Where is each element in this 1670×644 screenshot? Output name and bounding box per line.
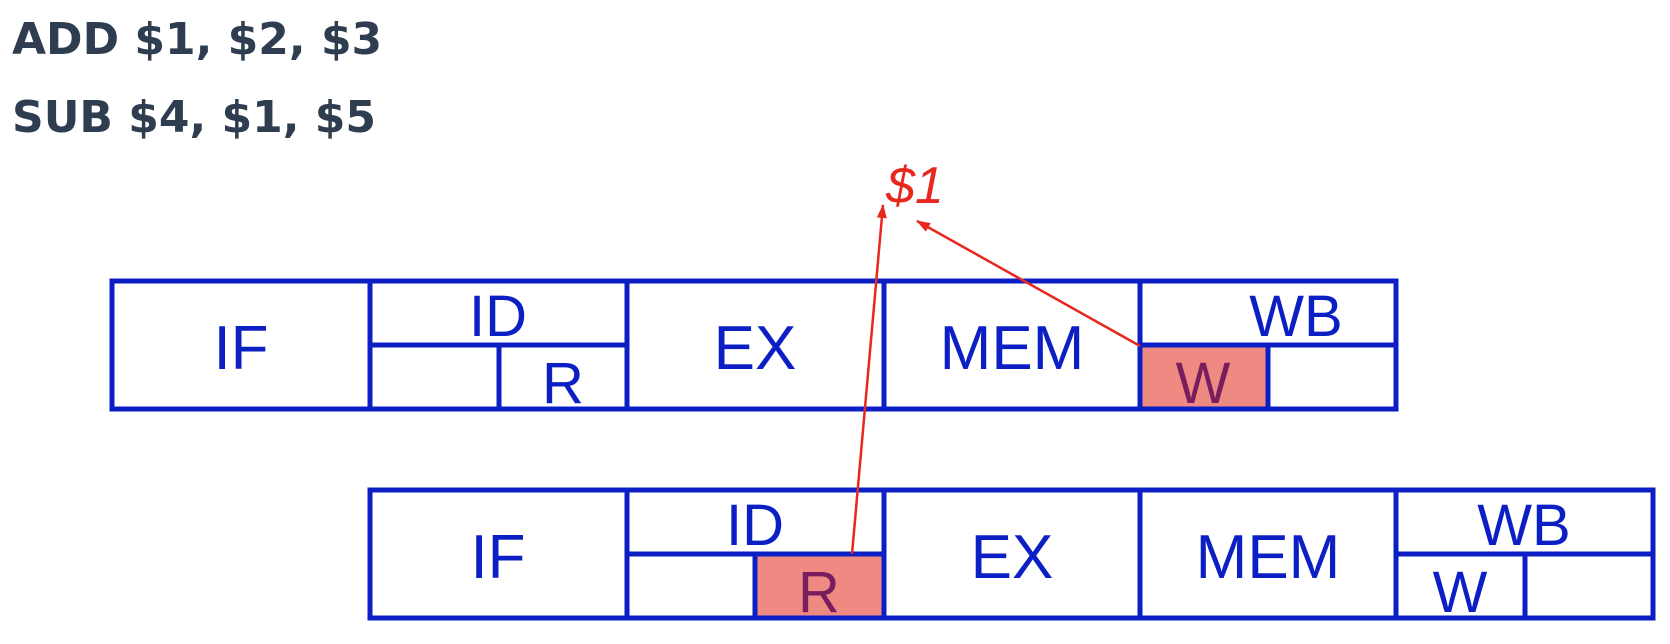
read-arrow (850, 204, 887, 555)
sub-stage-id-label: ID (726, 493, 784, 558)
write-arrow (916, 219, 1141, 348)
sub-stage-if (367, 487, 630, 621)
add-id-read-label: R (542, 351, 584, 416)
add-wb-write-label: W (1176, 351, 1231, 416)
sub-stage-if-label: IF (470, 523, 525, 592)
add-stage-if-label: IF (213, 314, 268, 383)
sub-stage-ex-label: EX (971, 523, 1054, 592)
add-stage-wb-label: WB (1249, 284, 1342, 349)
register-hazard: $1 (850, 157, 1141, 555)
sub-id-read-label: R (798, 560, 840, 625)
pipeline-add: IF ID R EX MEM WB W (109, 278, 1399, 416)
sub-wb-write-label: W (1433, 560, 1488, 625)
sub-stage-wb-label: WB (1477, 493, 1570, 558)
sub-stage-ex (881, 487, 1143, 621)
instruction-add: ADD $1, $2, $3 (12, 14, 383, 65)
sub-stage-mem (1137, 487, 1399, 621)
add-stage-if (109, 278, 373, 412)
add-stage-ex-label: EX (714, 314, 797, 383)
pipeline-sub: IF ID R EX MEM WB W (367, 487, 1656, 625)
add-stage-id-label: ID (469, 284, 527, 349)
instruction-sub: SUB $4, $1, $5 (12, 92, 377, 143)
register-label: $1 (885, 157, 944, 215)
add-stage-mem-label: MEM (940, 314, 1085, 383)
sub-stage-mem-label: MEM (1196, 523, 1341, 592)
